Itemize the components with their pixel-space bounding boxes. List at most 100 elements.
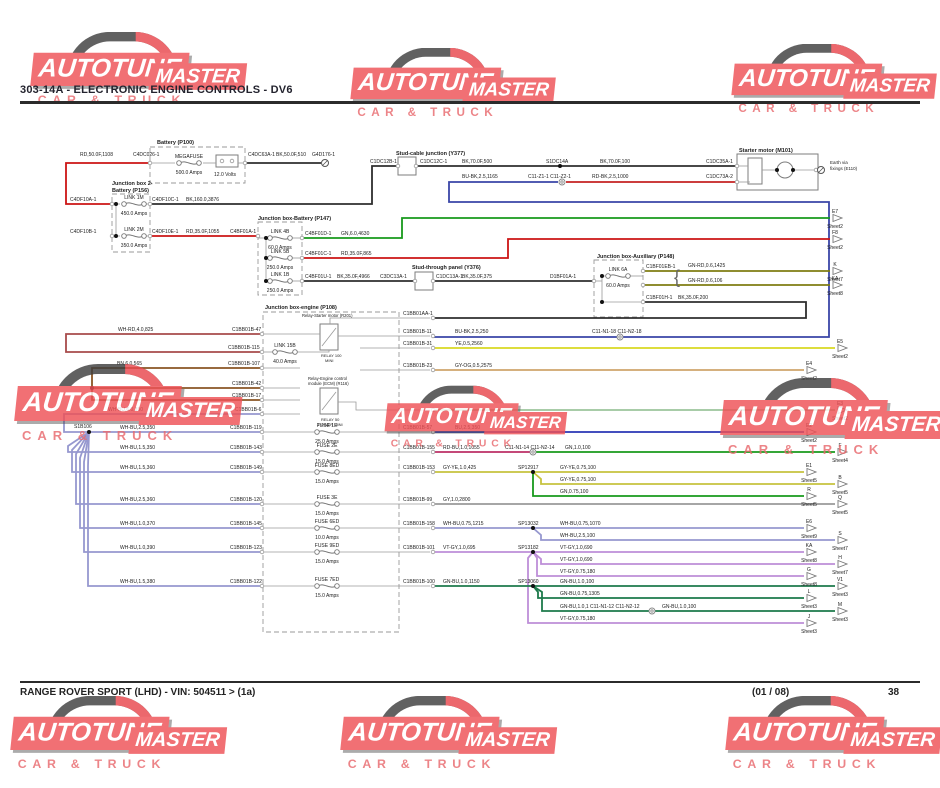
sheet-ref-arrow-icon[interactable] bbox=[837, 559, 849, 569]
connector-pin-icon bbox=[147, 160, 153, 166]
diagram-label: S1DC14A bbox=[546, 159, 569, 165]
diagram-label: C1BB01B-107 bbox=[228, 361, 260, 367]
fuse-amps: 250.0 Amps bbox=[267, 265, 294, 271]
sheet-ref-arrow-icon[interactable] bbox=[806, 427, 818, 437]
stud-marker-icon bbox=[531, 450, 535, 454]
sheet-ref-arrow-icon[interactable] bbox=[832, 266, 844, 276]
sheet-ref-sheet: Sheet2 bbox=[827, 245, 843, 251]
sheet-ref-sheet: Sheet5 bbox=[832, 490, 848, 496]
sheet-ref-arrow-icon[interactable] bbox=[806, 547, 818, 557]
sheet-ref-code: G bbox=[807, 567, 811, 573]
fuse-pin-icon bbox=[314, 429, 320, 435]
connector-pin-icon bbox=[259, 429, 265, 435]
sheet-ref-arrow-icon[interactable] bbox=[837, 606, 849, 616]
sheet-ref-arrow-icon[interactable] bbox=[837, 447, 849, 457]
diagram-label: C1BB01B-122 bbox=[230, 579, 262, 585]
internal-link-line bbox=[329, 317, 430, 324]
diagram-label: Stud-through panel (Y376) bbox=[412, 265, 481, 271]
diagram-label: C1DC35A-1 bbox=[706, 159, 733, 165]
diagram-label: Junction box 2- bbox=[112, 181, 153, 187]
connector-pin-icon bbox=[147, 233, 153, 239]
diagram-label: MINI bbox=[325, 358, 333, 363]
diagram-label: C1BB01B-31 bbox=[403, 341, 432, 347]
fuse-pin-icon bbox=[314, 469, 320, 475]
fuse-pin-icon bbox=[267, 235, 273, 241]
diagram-label: C3DC13A-1 bbox=[380, 274, 407, 280]
sheet-ref-arrow-icon[interactable] bbox=[837, 535, 849, 545]
connector-pin-icon bbox=[219, 158, 225, 164]
sheet-ref-code: E4 bbox=[806, 361, 812, 367]
connector-pin-icon bbox=[430, 501, 436, 507]
sheet-ref-arrow-icon[interactable] bbox=[806, 523, 818, 533]
sheet-ref-arrow-icon[interactable] bbox=[837, 405, 849, 415]
diagram-label: WH-BU,1.5,350 bbox=[120, 445, 155, 451]
sheet-ref-arrow-icon[interactable] bbox=[837, 343, 849, 353]
diagram-label: C4DC026-1 bbox=[133, 152, 160, 158]
diagram-label: Stud-cable junction (Y377) bbox=[396, 151, 465, 157]
sheet-ref-arrow-icon[interactable] bbox=[837, 479, 849, 489]
sheet-ref-arrow-icon[interactable] bbox=[837, 581, 849, 591]
footer-rule bbox=[20, 681, 920, 683]
sheet-ref-arrow-icon[interactable] bbox=[806, 571, 818, 581]
sheet-ref-arrow-icon[interactable] bbox=[832, 234, 844, 244]
fuse-element-icon bbox=[317, 450, 337, 454]
fuse-amps: 40.0 Amps bbox=[273, 359, 297, 365]
diagram-label: C4BF01U-1 bbox=[305, 274, 332, 280]
diagram-label: module (ECM) (R116) bbox=[308, 381, 349, 386]
fuse-amps: 500.0 Amps bbox=[176, 170, 203, 176]
wire bbox=[302, 217, 830, 239]
diagram-label: C1BB01B-17 bbox=[232, 393, 261, 399]
fuse-amps: 450.0 Amps bbox=[121, 211, 148, 217]
diagram-label: C1BB01B-101 bbox=[403, 545, 435, 551]
sheet-ref-arrow-icon[interactable] bbox=[806, 467, 818, 477]
diagram-label: RD-BU,1.0,1055 bbox=[443, 445, 480, 451]
connector-pin-icon bbox=[259, 411, 265, 417]
junction-dot-icon bbox=[600, 274, 604, 278]
sheet-ref-arrow-icon[interactable] bbox=[837, 499, 849, 509]
sheet-ref-sheet: Sheet5 bbox=[832, 510, 848, 516]
diagram-label: C1BB01B-145 bbox=[230, 521, 262, 527]
diagram-label: RELAY 100 bbox=[321, 353, 342, 358]
sheet-ref-sheet: Sheet9 bbox=[801, 534, 817, 540]
sheet-ref-arrow-icon[interactable] bbox=[806, 365, 818, 375]
fuse-element-icon bbox=[317, 502, 337, 506]
ground-symbol-icon bbox=[322, 160, 328, 166]
fuse-element-icon bbox=[275, 350, 295, 354]
sheet-ref-arrow-icon[interactable] bbox=[832, 280, 844, 290]
junction-dot-icon bbox=[114, 202, 118, 206]
fuse-pin-icon bbox=[334, 469, 340, 475]
sheet-ref-arrow-icon[interactable] bbox=[806, 593, 818, 603]
fuse-element-icon bbox=[317, 430, 337, 434]
footer-vehicle-info: RANGE ROVER SPORT (LHD) - VIN: 504511 > … bbox=[20, 687, 256, 698]
fuse-label: LINK 2M bbox=[124, 227, 143, 233]
fuse-label: FUSE 9ED bbox=[315, 543, 340, 549]
diagram-label: WH-BU,0.75,1215 bbox=[443, 521, 484, 527]
sheet-ref-arrow-icon[interactable] bbox=[806, 618, 818, 628]
diagram-label: C1BB01B-47 bbox=[232, 327, 261, 333]
diagram-label: C4DC63A-1 bbox=[248, 152, 275, 158]
wire bbox=[71, 431, 263, 473]
diagram-label: G4D176-1 bbox=[312, 152, 335, 158]
page-title: 303-14A - ELECTRONIC ENGINE CONTROLS - D… bbox=[20, 84, 293, 96]
diagram-label: C11-N1-14 C11-N2-14 bbox=[505, 445, 555, 451]
diagram-label: C1BB01B-99 bbox=[403, 497, 432, 503]
sheet-ref-arrow-icon[interactable] bbox=[832, 213, 844, 223]
sheet-ref-sheet: Sheet2 bbox=[801, 376, 817, 382]
diagram-label: GN,0.75,100 bbox=[560, 489, 589, 495]
diagram-label: SP13182 bbox=[518, 545, 539, 551]
header-rule bbox=[20, 101, 920, 104]
diagram-label: Junction box-Auxiliary (P148) bbox=[597, 254, 674, 260]
diagram-label: WH-BU,2.5,360 bbox=[120, 497, 155, 503]
connector-pin-icon bbox=[259, 397, 265, 403]
diagram-label: GY,1.0,2800 bbox=[443, 497, 471, 503]
fuse-pin-icon bbox=[176, 160, 182, 166]
fuse-amps: 10.0 Amps bbox=[315, 535, 339, 541]
stud-marker-icon bbox=[529, 448, 537, 456]
internal-link-line bbox=[321, 391, 337, 411]
component-box bbox=[397, 156, 417, 176]
fuse-amps: 25.0 Amps bbox=[315, 439, 339, 445]
sheet-ref-arrow-icon[interactable] bbox=[806, 491, 818, 501]
diagram-label: Junction box-Battery (P147) bbox=[258, 216, 331, 222]
diagram-label: C1BB01B-6 bbox=[235, 407, 262, 413]
connector-pin-icon bbox=[259, 331, 265, 337]
